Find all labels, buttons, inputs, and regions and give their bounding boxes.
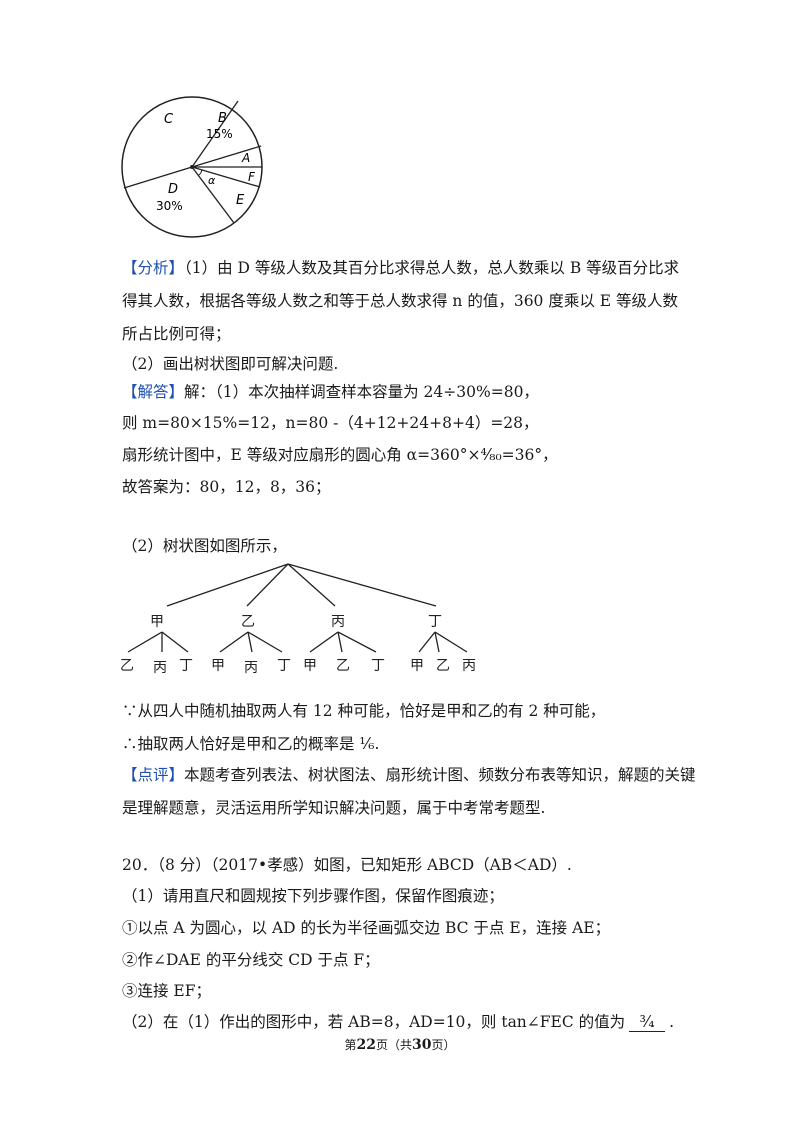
pie-radius-cb [191, 100, 239, 168]
tree-leaf-2-3: 丁 [277, 658, 291, 674]
tree-leaf-1-1: 乙 [120, 658, 134, 674]
footer-total-pages: 30 [412, 1037, 432, 1053]
footer-prefix: 第 [344, 1038, 357, 1052]
tree-leaf-3-1: 甲 [303, 658, 317, 674]
pie-label-b: B [218, 111, 227, 126]
pie-label-b-pct: 15% [206, 127, 233, 141]
tree-node-4: 丁 [428, 614, 442, 630]
tree-leaf-1-2: 丙 [153, 660, 167, 676]
analysis-line-1: 【分析】（1）由 D 等级人数及其百分比求得总人数，总人数乘以 B 等级百分比求 [122, 256, 679, 278]
tree-leaf-2-1: 甲 [211, 658, 225, 674]
pie-radius-ba [191, 145, 262, 168]
tree-leaf-4-3: 丙 [462, 658, 476, 674]
problem20-line-2: ①以点 A 为圆心，以 AD 的长为半径画弧交边 BC 于点 E，连接 AE； [122, 919, 611, 937]
tree-node-3: 丙 [331, 614, 345, 630]
tree-leaf-1-3: 丁 [179, 658, 193, 674]
pie-label-c: C [164, 112, 174, 127]
tree-diagram: 甲 乙 丙 丁 乙 丙 丁 甲 丙 丁 甲 乙 丁 甲 乙 丙 [120, 563, 476, 676]
solution-line-2: 则 m=80×15%=12，n=80 -（4+12+24+8+4）=28， [122, 414, 539, 432]
problem20-line-4: ③连接 EF； [122, 982, 211, 1000]
footer-page-number: 22 [356, 1037, 376, 1053]
tree-leaf-3-2: 乙 [336, 658, 350, 674]
problem20-text-5: （2）在（1）作出的图形中，若 AB=8，AD=10，则 tan∠FEC 的值为 [122, 1013, 626, 1031]
pie-label-d: D [168, 182, 178, 197]
tree-node-1: 甲 [150, 614, 164, 630]
conclusion-line-2: ∴抽取两人恰好是甲和乙的概率是 ¹⁄₆. [122, 735, 380, 753]
solution-text-1: 解：（1）本次抽样调查样本容量为 24÷30%=80， [184, 383, 539, 401]
pie-label-a: A [241, 151, 250, 165]
answer-value: ³⁄₄ [639, 1013, 655, 1031]
tree-leaf-4-1: 甲 [410, 658, 424, 674]
pie-radius-ed [191, 166, 235, 224]
comment-line-1: 【点评】本题考查列表法、树状图法、扇形统计图、频数分布表等知识，解题的关键 [122, 763, 696, 785]
analysis-text-1: （1）由 D 等级人数及其百分比求得总人数，总人数乘以 B 等级百分比求 [184, 259, 680, 277]
pie-radius-fe [191, 166, 261, 188]
conclusion-line-1: ∵从四人中随机抽取两人有 12 种可能，恰好是甲和乙的有 2 种可能， [122, 702, 606, 720]
analysis-line-3: 所占比例可得； [122, 325, 231, 343]
solution-line-4: 故答案为：80，12，8，36； [122, 478, 331, 496]
solution-tag: 【解答】 [122, 383, 185, 401]
tree-leaf-4-2: 乙 [436, 658, 450, 674]
problem20-line-5: （2）在（1）作出的图形中，若 AB=8，AD=10，则 tan∠FEC 的值为… [122, 1010, 674, 1032]
analysis-line-2: 得其人数，根据各等级人数之和等于总人数求得 n 的值，360 度乘以 E 等级人… [122, 292, 679, 310]
footer-suffix: 页） [431, 1038, 456, 1052]
tree-node-2: 乙 [241, 614, 255, 630]
problem20-title: 20．（8 分）（2017•孝感）如图，已知矩形 ABCD（AB＜AD）. [122, 856, 572, 874]
pie-label-f: F [248, 170, 256, 184]
analysis-tag: 【分析】 [122, 259, 185, 277]
alpha-arc [198, 169, 203, 176]
tree-leaf-2-2: 丙 [244, 660, 258, 676]
pie-label-e: E [236, 193, 245, 208]
comment-tag: 【点评】 [122, 766, 185, 784]
pie-radius-dc [123, 166, 193, 189]
pie-center-dot [190, 165, 194, 169]
comment-text-1: 本题考查列表法、树状图法、扇形统计图、频数分布表等知识，解题的关键 [184, 766, 696, 784]
solution-line-3: 扇形统计图中，E 等级对应扇形的圆心角 α=360°×⁴⁄₈₀=36°， [122, 446, 558, 464]
solution-line-1: 【解答】解：（1）本次抽样调查样本容量为 24÷30%=80， [122, 380, 539, 402]
tree-leaf-3-3: 丁 [371, 658, 385, 674]
comment-line-2: 是理解题意，灵活运用所学知识解决问题，属于中考常考题型. [122, 799, 546, 817]
page-footer: 第22页（共30页） [0, 1036, 800, 1053]
footer-mid: 页（共 [375, 1038, 412, 1052]
pie-label-d-pct: 30% [156, 199, 183, 213]
problem20-end: . [669, 1013, 675, 1031]
solution-line-5: （2）树状图如图所示， [122, 537, 287, 555]
answer-blank: ³⁄₄ [629, 1013, 666, 1032]
problem20-line-1: （1）请用直尺和圆规按下列步骤作图，保留作图痕迹； [122, 887, 504, 905]
analysis-line-4: （2）画出树状图即可解决问题. [122, 355, 339, 373]
problem20-line-3: ②作∠DAE 的平分线交 CD 于点 F； [122, 951, 380, 969]
pie-label-alpha: α [208, 174, 216, 187]
pie-chart-figure: C B 15% A F α E D 30% [121, 96, 263, 238]
